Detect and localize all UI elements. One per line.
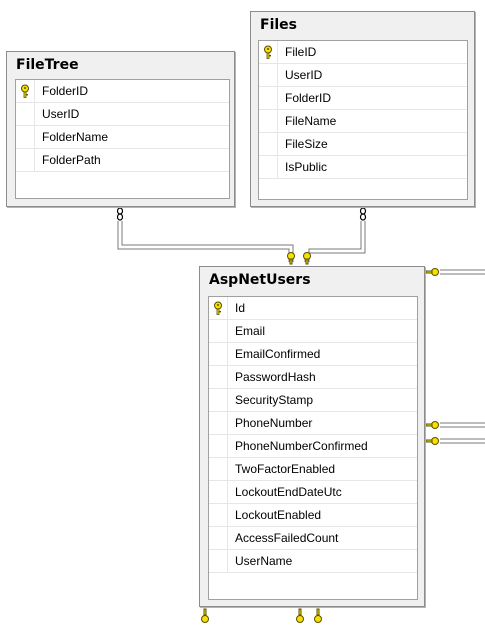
row-selector [259, 64, 278, 86]
column-name: SecurityStamp [235, 393, 314, 407]
column-row[interactable]: PhoneNumberConfirmed [209, 435, 417, 458]
row-selector [209, 458, 228, 480]
column-name: AccessFailedCount [235, 531, 339, 545]
column-name: Email [235, 324, 266, 338]
column-name: TwoFactorEnabled [235, 462, 336, 476]
row-selector [259, 41, 278, 63]
infinity-icon [116, 207, 367, 221]
column-row[interactable]: FileName [259, 110, 467, 133]
column-name: FolderID [42, 84, 89, 98]
column-row[interactable]: AccessFailedCount [209, 527, 417, 550]
column-name: FolderID [285, 91, 332, 105]
column-name: UserID [42, 107, 80, 121]
column-name: FileID [285, 45, 317, 59]
key-icon [21, 84, 29, 98]
column-row[interactable]: TwoFactorEnabled [209, 458, 417, 481]
column-row[interactable]: FileID [259, 41, 467, 64]
table-title: AspNetUsers [209, 272, 311, 288]
column-row[interactable]: SecurityStamp [209, 389, 417, 412]
row-selector [16, 103, 35, 125]
table-title: FileTree [16, 57, 79, 73]
column-name: Id [235, 301, 246, 315]
row-selector [259, 87, 278, 109]
column-name: EmailConfirmed [235, 347, 321, 361]
row-selector [209, 389, 228, 411]
key-icon [214, 301, 222, 315]
column-row[interactable]: FolderID [16, 80, 229, 103]
column-row[interactable]: LockoutEndDateUtc [209, 481, 417, 504]
row-selector [259, 156, 278, 178]
column-name: IsPublic [285, 160, 328, 174]
column-name: FileName [285, 114, 337, 128]
column-row[interactable]: Id [209, 297, 417, 320]
row-selector [259, 133, 278, 155]
row-selector [209, 481, 228, 503]
row-selector [209, 343, 228, 365]
row-selector [209, 550, 228, 572]
row-selector [209, 297, 228, 319]
column-name: FolderName [42, 130, 109, 144]
column-name: FileSize [285, 137, 328, 151]
column-name: UserID [285, 68, 323, 82]
column-row[interactable]: FileSize [259, 133, 467, 156]
row-selector [209, 435, 228, 457]
column-name: UserName [235, 554, 293, 568]
column-row[interactable]: PasswordHash [209, 366, 417, 389]
column-row[interactable]: PhoneNumber [209, 412, 417, 435]
column-name: PhoneNumberConfirmed [235, 439, 368, 453]
column-name: PhoneNumber [235, 416, 313, 430]
column-row[interactable]: FolderPath [16, 149, 229, 172]
column-row[interactable]: UserID [16, 103, 229, 126]
column-name: PasswordHash [235, 370, 316, 384]
row-selector [16, 149, 35, 171]
column-row[interactable]: FolderID [259, 87, 467, 110]
column-row[interactable]: UserID [259, 64, 467, 87]
row-selector [209, 504, 228, 526]
table-title: Files [260, 17, 297, 33]
column-row[interactable]: LockoutEnabled [209, 504, 417, 527]
key-icon [264, 45, 272, 59]
column-row[interactable]: Email [209, 320, 417, 343]
row-selector [16, 80, 35, 102]
column-name: LockoutEnabled [235, 508, 322, 522]
column-name: FolderPath [42, 153, 101, 167]
row-selector [209, 412, 228, 434]
row-selector [209, 527, 228, 549]
row-selector [209, 366, 228, 388]
column-name: LockoutEndDateUtc [235, 485, 342, 499]
column-row[interactable]: FolderName [16, 126, 229, 149]
column-row[interactable]: UserName [209, 550, 417, 573]
column-row[interactable]: EmailConfirmed [209, 343, 417, 366]
row-selector [259, 110, 278, 132]
row-selector [209, 320, 228, 342]
row-selector [16, 126, 35, 148]
column-row[interactable]: IsPublic [259, 156, 467, 179]
